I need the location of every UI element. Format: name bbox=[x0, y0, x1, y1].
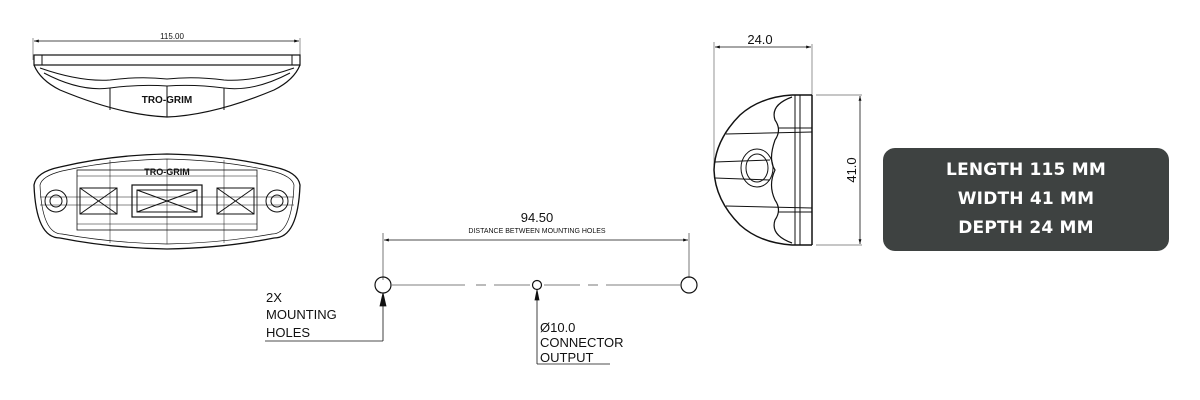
side-height-dimension: 41.0 bbox=[844, 157, 859, 182]
svg-text:Ø10.0: Ø10.0 bbox=[540, 320, 575, 335]
side-view bbox=[713, 42, 862, 246]
side-depth-dimension: 24.0 bbox=[747, 32, 772, 47]
mounting-holes-label: 2X MOUNTING HOLES bbox=[266, 290, 337, 340]
connector-hole bbox=[531, 279, 543, 291]
hole-distance-value: 94.50 bbox=[521, 210, 554, 225]
spec-width: WIDTH 41 MM bbox=[957, 189, 1095, 209]
top-view bbox=[33, 153, 301, 250]
front-view bbox=[32, 38, 301, 118]
svg-text:OUTPUT: OUTPUT bbox=[540, 350, 594, 365]
front-width-dimension: 115.00 bbox=[160, 32, 184, 41]
hole-distance-caption: DISTANCE BETWEEN MOUNTING HOLES bbox=[468, 228, 605, 235]
hole-layout bbox=[265, 233, 698, 365]
connector-output-label: Ø10.0 CONNECTOR OUTPUT bbox=[540, 320, 624, 365]
right-mount-hole-outer bbox=[265, 189, 289, 213]
dimensions-summary-box: LENGTH 115 MM WIDTH 41 MM DEPTH 24 MM bbox=[883, 148, 1169, 251]
top-brand-label: TRO-GRIM bbox=[144, 167, 190, 177]
svg-text:HOLES: HOLES bbox=[266, 325, 310, 340]
mount-hole-right bbox=[680, 276, 698, 294]
spec-length: LENGTH 115 MM bbox=[946, 160, 1106, 180]
spec-depth: DEPTH 24 MM bbox=[958, 218, 1094, 238]
front-brand-label: TRO-GRIM bbox=[142, 95, 193, 106]
svg-text:2X: 2X bbox=[266, 290, 282, 305]
svg-text:CONNECTOR: CONNECTOR bbox=[540, 335, 624, 350]
svg-text:MOUNTING: MOUNTING bbox=[266, 307, 337, 322]
left-mount-hole-outer bbox=[44, 189, 68, 213]
